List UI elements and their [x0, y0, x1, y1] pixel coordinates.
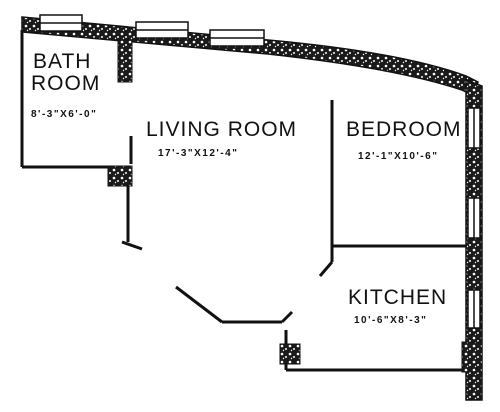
bathroom-label-line2: ROOM: [31, 72, 101, 95]
windows-top: [39, 14, 265, 47]
kitchen-label: KITCHEN: [348, 286, 448, 309]
living-room-label: LIVING ROOM: [146, 118, 298, 141]
windows-right: [467, 107, 481, 329]
bathroom-wall-chunk-top: [117, 39, 133, 83]
kitchen-dimensions: 10'-6"X8'-3": [354, 315, 428, 326]
living-room-dimensions: 17'-3"X12'-4": [158, 148, 239, 159]
bedroom-dimensions: 12'-1"X10'-6": [358, 151, 439, 162]
kitchen-wall-chunk: [279, 343, 301, 365]
kitchen-corner-chunk: [461, 341, 483, 373]
living-room-left-wall: [121, 136, 143, 251]
bathroom-label-line1: BATH: [33, 50, 92, 73]
bathroom-dimensions: 8'-3"X6'-0": [31, 109, 98, 120]
bedroom-partition: [318, 100, 466, 277]
bathroom-wall-chunk-bottom: [107, 165, 133, 187]
bedroom-label: BEDROOM: [346, 118, 462, 141]
